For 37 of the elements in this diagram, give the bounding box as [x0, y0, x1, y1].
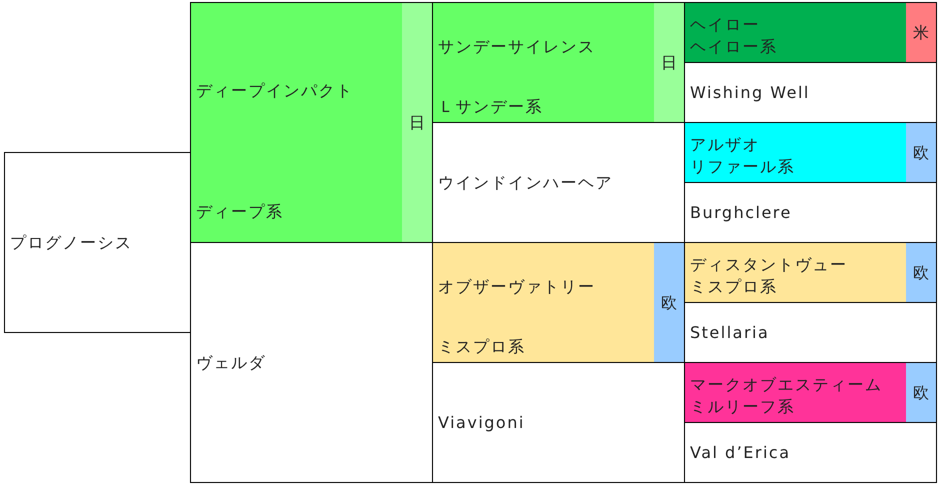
sire-line-text: リファール系: [690, 157, 795, 177]
origin-tag: 欧: [654, 243, 684, 362]
origin-tag: 欧: [906, 123, 936, 182]
pedigree-cell: [432, 242, 685, 363]
pedigree-cell: [190, 2, 433, 243]
pedigree-cell: [684, 362, 937, 423]
horse-name: オブザーヴァトリー: [438, 277, 596, 298]
sire-line-text: ミスプロ系: [690, 277, 778, 297]
sire-line-text: ヘイロー系: [690, 37, 778, 57]
horse-name: サンデーサイレンス: [438, 37, 596, 58]
horse-name: Viavigoni: [438, 412, 525, 432]
origin-tag: 日: [654, 3, 684, 122]
horse-name: Val d’Erica: [690, 442, 791, 462]
horse-name: Burghclere: [690, 202, 792, 222]
horse-name: ウインドインハーヘア: [438, 172, 613, 192]
sire-line-text: ディープ系: [196, 202, 284, 222]
pedigree-cell: [684, 242, 937, 303]
origin-tag: 日: [402, 3, 432, 242]
horse-name: ディスタントヴュー: [690, 254, 848, 275]
origin-tag: 米: [906, 3, 936, 62]
horse-name: アルザオ: [690, 134, 760, 155]
horse-name: Wishing Well: [690, 82, 810, 102]
sire-line-text: Ｌサンデー系: [438, 97, 543, 117]
horse-name: プログノーシス: [10, 232, 132, 252]
sire-line-text: ミスプロ系: [438, 337, 526, 357]
origin-tag: 欧: [906, 363, 936, 422]
origin-tag: 欧: [906, 243, 936, 302]
horse-name: マークオブエスティーム: [690, 374, 882, 395]
pedigree-cell: [432, 2, 685, 123]
pedigree-cell: [684, 122, 937, 183]
sire-line-text: ミルリーフ系: [690, 397, 795, 417]
horse-name: ヘイロー: [690, 14, 760, 35]
horse-name: ディープインパクト: [196, 81, 354, 102]
horse-name: Stellaria: [690, 322, 770, 342]
horse-name: ヴェルダ: [196, 352, 266, 372]
pedigree-cell: [684, 422, 937, 483]
pedigree-cell: [684, 2, 937, 63]
